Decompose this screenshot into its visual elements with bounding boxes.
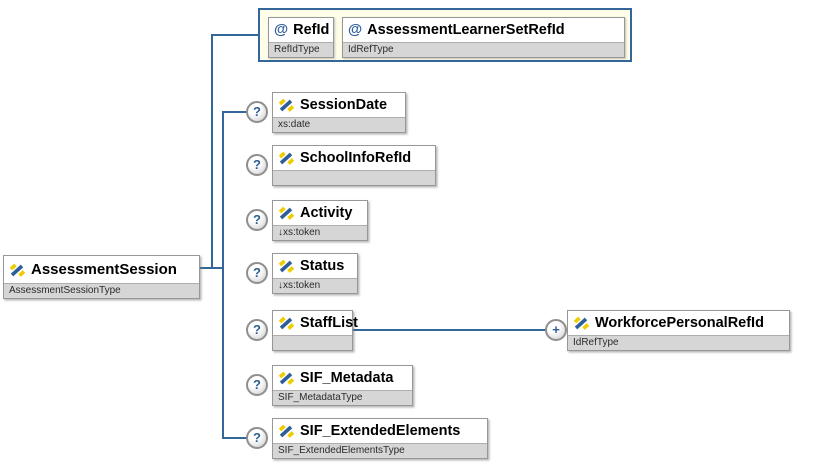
connector-attr-group bbox=[211, 34, 260, 36]
attribute-group: @ RefId RefIdType @ AssessmentLearnerSet… bbox=[258, 8, 632, 62]
element-sessiondate[interactable]: SessionDate xs:date bbox=[272, 92, 406, 133]
element-sif-extendedelements[interactable]: SIF_ExtendedElements SIF_ExtendedElement… bbox=[272, 418, 488, 459]
element-stafflist[interactable]: StaffList bbox=[272, 310, 358, 351]
element-activity[interactable]: Activity ↓xs:token bbox=[272, 200, 368, 241]
connector-stafflist-child bbox=[352, 329, 546, 331]
attribute-type: IdRefType bbox=[343, 42, 624, 57]
element-name: SIF_ExtendedElements bbox=[300, 423, 461, 439]
attribute-assessmentlearnersetrefid[interactable]: @ AssessmentLearnerSetRefId IdRefType bbox=[342, 17, 625, 58]
attribute-type: RefIdType bbox=[269, 42, 333, 57]
attribute-icon: @ bbox=[274, 22, 289, 38]
element-name: StaffList bbox=[300, 315, 358, 331]
attribute-refid[interactable]: @ RefId RefIdType bbox=[268, 17, 334, 58]
element-icon bbox=[278, 371, 295, 385]
element-icon bbox=[278, 98, 295, 112]
element-status[interactable]: Status ↓xs:token bbox=[272, 253, 358, 294]
element-name: SessionDate bbox=[300, 97, 388, 113]
element-type: ↓xs:token bbox=[273, 225, 367, 240]
element-name: SchoolInfoRefId bbox=[300, 150, 412, 166]
connector-sessiondate bbox=[222, 111, 247, 113]
optional-indicator-sessiondate[interactable]: ? bbox=[246, 101, 268, 123]
optional-indicator-sif-metadata[interactable]: ? bbox=[246, 374, 268, 396]
element-icon bbox=[573, 316, 590, 330]
element-icon bbox=[278, 259, 295, 273]
element-name: Activity bbox=[300, 205, 353, 221]
connector-trunk-upper bbox=[211, 34, 213, 269]
optional-indicator-status[interactable]: ? bbox=[246, 262, 268, 284]
element-workforcepersonalrefid[interactable]: WorkforcePersonalRefId IdRefType bbox=[567, 310, 790, 351]
connector-root bbox=[198, 267, 224, 269]
element-name: Status bbox=[300, 258, 345, 274]
element-name: SIF_Metadata bbox=[300, 370, 394, 386]
element-icon bbox=[278, 206, 295, 220]
optional-indicator-schoolinforefid[interactable]: ? bbox=[246, 154, 268, 176]
element-type: AssessmentSessionType bbox=[4, 283, 199, 298]
attribute-icon: @ bbox=[348, 22, 363, 38]
element-type: SIF_MetadataType bbox=[273, 390, 412, 405]
optional-indicator-activity[interactable]: ? bbox=[246, 209, 268, 231]
element-type: SIF_ExtendedElementsType bbox=[273, 443, 487, 458]
element-icon bbox=[9, 263, 26, 277]
element-assessmentsession[interactable]: AssessmentSession AssessmentSessionType bbox=[3, 255, 200, 299]
element-type: xs:date bbox=[273, 117, 405, 132]
element-type: ↓xs:token bbox=[273, 278, 357, 293]
element-icon bbox=[278, 424, 295, 438]
element-type: IdRefType bbox=[568, 335, 789, 350]
optional-indicator-sif-extendedelements[interactable]: ? bbox=[246, 427, 268, 449]
attribute-name: RefId bbox=[293, 22, 330, 38]
element-name: WorkforcePersonalRefId bbox=[595, 315, 764, 331]
element-type bbox=[273, 170, 435, 185]
element-sif-metadata[interactable]: SIF_Metadata SIF_MetadataType bbox=[272, 365, 413, 406]
element-icon bbox=[278, 316, 295, 330]
optional-indicator-stafflist[interactable]: ? bbox=[246, 319, 268, 341]
element-icon bbox=[278, 151, 295, 165]
connector-trunk-children bbox=[222, 111, 224, 438]
connector-sif-extendedelements bbox=[222, 437, 247, 439]
element-name: AssessmentSession bbox=[31, 261, 177, 278]
element-schoolinforefid[interactable]: SchoolInfoRefId bbox=[272, 145, 436, 186]
attribute-name: AssessmentLearnerSetRefId bbox=[367, 22, 565, 38]
element-type bbox=[273, 335, 352, 350]
repeat-indicator-workforcepersonalrefid[interactable]: + bbox=[545, 319, 567, 341]
